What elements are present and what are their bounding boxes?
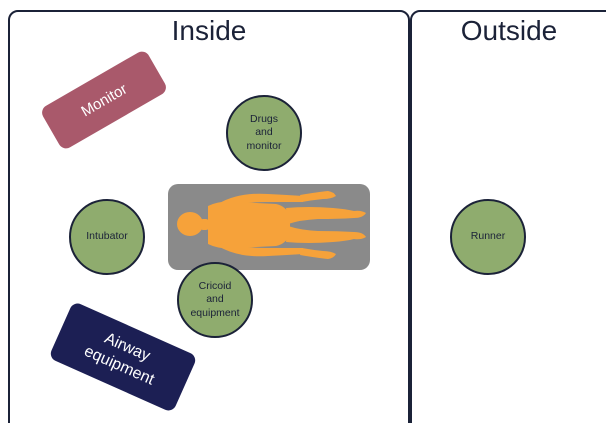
intubator-role: Intubator <box>69 199 145 275</box>
drugs-and-monitor-role: Drugs and monitor <box>226 95 302 171</box>
runner-role: Runner <box>450 199 526 275</box>
patient-bed <box>168 184 370 270</box>
patient-figure-icon <box>177 191 366 259</box>
outside-zone-title: Outside <box>460 15 558 46</box>
inside-zone-title: Inside <box>171 15 247 46</box>
cricoid-and-equipment-role: Cricoid and equipment <box>177 262 253 338</box>
